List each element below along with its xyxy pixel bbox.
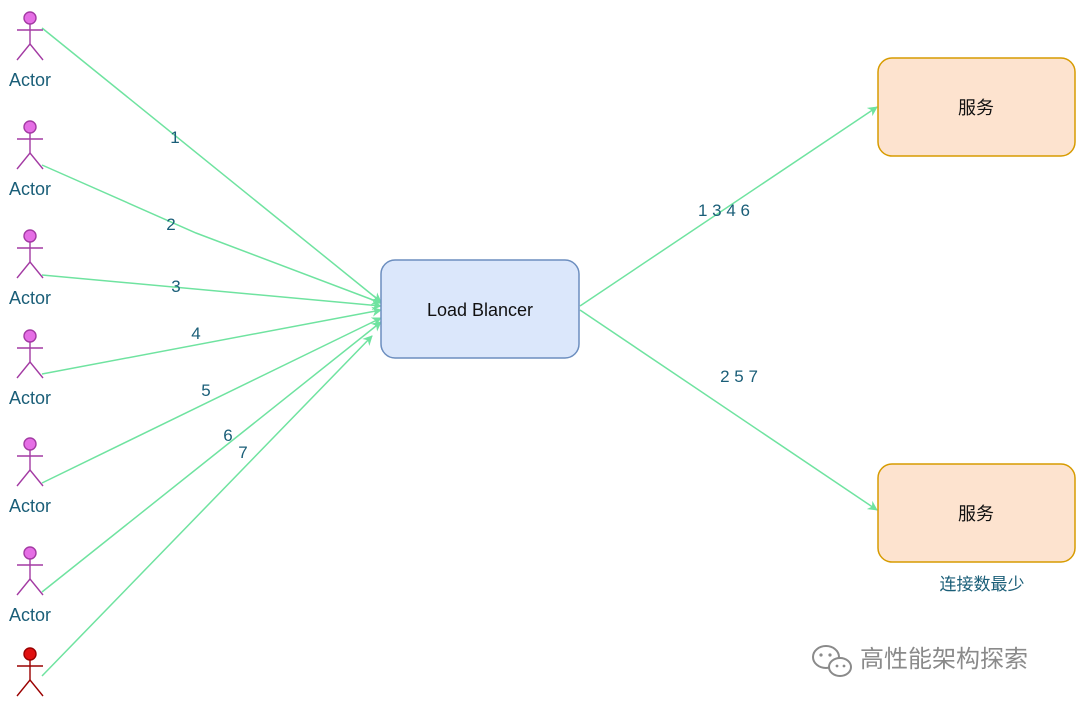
wechat-icon bbox=[812, 645, 852, 677]
actor-label: Actor bbox=[9, 388, 51, 408]
edge-3: 3 bbox=[41, 274, 382, 311]
service-label: 服务 bbox=[958, 504, 994, 524]
service-node-2[interactable]: 服务 bbox=[877, 463, 1076, 563]
actor-figure-icon bbox=[16, 329, 44, 379]
edge-label: 1 3 4 6 bbox=[698, 201, 750, 220]
actor-figure-icon bbox=[16, 11, 44, 61]
edge-label: 2 5 7 bbox=[720, 367, 758, 386]
edge-label: 5 bbox=[201, 381, 210, 400]
actor-1[interactable]: Actor bbox=[9, 11, 51, 90]
actor-label: Actor bbox=[9, 496, 51, 516]
load-balancer-label: Load Blancer bbox=[427, 300, 533, 320]
actor-figure-icon bbox=[16, 546, 44, 596]
edge-1: 1 bbox=[41, 27, 382, 303]
actor-figure-icon bbox=[16, 647, 44, 697]
actor-label: Actor bbox=[9, 288, 51, 308]
service-node-1[interactable]: 服务 bbox=[877, 57, 1076, 157]
edge-to-service-2: 2 5 7 bbox=[579, 309, 878, 511]
watermark: 高性能架构探索 bbox=[812, 645, 1028, 677]
actor-figure-icon bbox=[16, 437, 44, 487]
edge-label: 4 bbox=[191, 324, 200, 343]
actor-2[interactable]: Actor bbox=[9, 120, 51, 199]
actor-4[interactable]: Actor bbox=[9, 329, 51, 408]
actor-5[interactable]: Actor bbox=[9, 437, 51, 516]
service-label: 服务 bbox=[958, 98, 994, 118]
service-note: 连接数最少 bbox=[940, 575, 1025, 594]
edge-label: 1 bbox=[170, 128, 179, 147]
actor-3[interactable]: Actor bbox=[9, 229, 51, 308]
edge-label: 3 bbox=[171, 277, 180, 296]
actor-figure-icon bbox=[16, 120, 44, 170]
actor-7[interactable] bbox=[16, 647, 44, 697]
watermark-text: 高性能架构探索 bbox=[860, 646, 1028, 673]
edge-label: 7 bbox=[238, 443, 247, 462]
actor-label: Actor bbox=[9, 179, 51, 199]
load-balancer-node[interactable]: Load Blancer bbox=[380, 259, 580, 359]
edge-5: 5 bbox=[41, 317, 382, 484]
edge-6: 6 bbox=[41, 321, 382, 593]
edge-7: 7 bbox=[41, 335, 373, 677]
edge-4: 4 bbox=[41, 306, 382, 375]
edge-label: 6 bbox=[223, 426, 232, 445]
actor-label: Actor bbox=[9, 605, 51, 625]
actor-label: Actor bbox=[9, 70, 51, 90]
actor-6[interactable]: Actor bbox=[9, 546, 51, 625]
edge-label: 2 bbox=[166, 215, 175, 234]
edges: 1 2 3 4 5 67 1 3 4 6 2 5 7 bbox=[41, 27, 878, 677]
edge-to-service-1: 1 3 4 6 bbox=[579, 106, 878, 307]
edge-2: 2 bbox=[41, 164, 382, 305]
actor-figure-icon bbox=[16, 229, 44, 279]
